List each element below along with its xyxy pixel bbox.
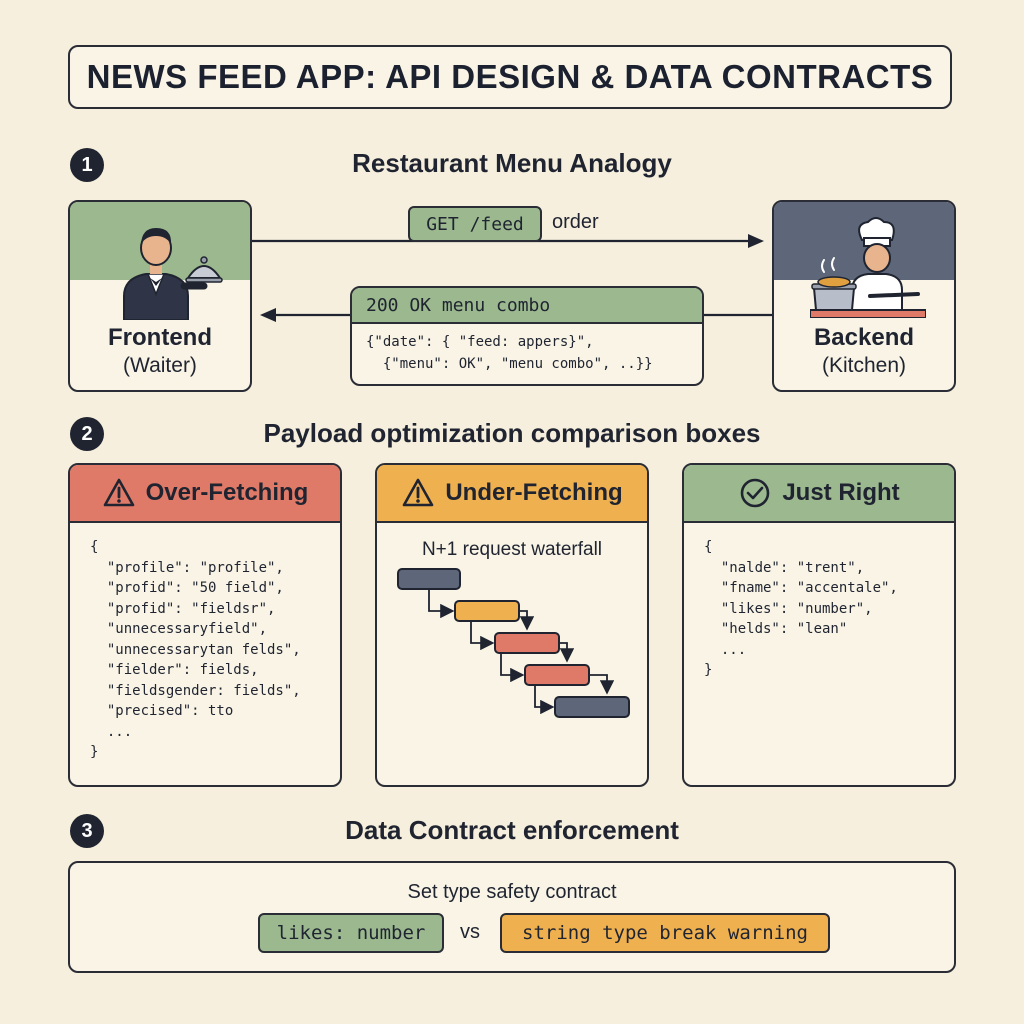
waterfall-bar-2 [454,600,520,622]
code-line: "fielder": fields, [90,662,259,678]
code-line: ... [704,641,747,658]
code-line: "precised": tto [90,703,234,719]
waterfall-diagram [397,568,630,718]
type-break-warning-pill: string type break warning [500,913,830,953]
just-right-header: Just Right [684,465,954,523]
under-fetching-card: Under-Fetching N+1 request waterfall [375,463,649,787]
code-line: { [90,539,99,555]
frontend-name: Frontend [108,324,212,351]
warning-icon [103,478,134,507]
code-line: } [90,744,99,760]
code-line: "unnecessaryfield", [90,621,268,637]
code-line: } [704,662,713,678]
code-line: "nalde": "trent", [704,559,865,576]
step-badge-3: 3 [70,814,104,848]
contract-caption: Set type safety contract [407,881,617,903]
over-fetching-code: { "profile": "profile", "profid": "50 fi… [90,537,301,763]
page-title: NEWS FEED APP: API DESIGN & DATA CONTRAC… [86,58,934,95]
code-line: "fieldsgender: fields", [90,682,301,699]
likes-number-pill: likes: number [258,913,444,953]
waiter-icon [123,228,223,320]
check-circle-icon [741,478,770,508]
under-fetching-header: Under-Fetching [377,465,647,523]
step-badge-2: 2 [70,417,104,451]
code-line: "likes": "number", [704,600,873,617]
under-fetching-title: Under-Fetching [445,479,623,506]
code-line: ... [90,723,133,740]
frontend-card: Frontend (Waiter) [68,200,252,392]
over-fetching-card: Over-Fetching { "profile": "profile", "p… [68,463,342,787]
vs-label: vs [460,921,480,943]
backend-name: Backend [813,324,915,351]
just-right-code: { "nalde": "trent", "fname": "accentale"… [704,537,898,681]
chef-icon [810,217,926,318]
frontend-role: (Waiter) [123,354,197,377]
code-line: "profile": "profile", [90,559,284,576]
section-title-3: Data Contract enforcement [345,815,679,845]
backend-card: Backend (Kitchen) [772,200,956,392]
waterfall-caption: N+1 request waterfall [421,539,603,560]
over-fetching-header: Over-Fetching [70,465,340,523]
get-feed-pill: GET /feed [408,206,542,242]
section-title-2: Payload optimization comparison boxes [263,418,761,448]
backend-role: (Kitchen) [821,354,907,377]
title-banner: NEWS FEED APP: API DESIGN & DATA CONTRAC… [68,45,952,109]
code-line: { [704,539,713,555]
code-line: "unnecessarytan felds", [90,641,301,658]
just-right-title: Just Right [782,479,900,506]
response-header: 200 OK menu combo [352,288,702,324]
code-line: "helds": "lean" [704,621,848,637]
just-right-card: Just Right { "nalde": "trent", "fname": … [682,463,956,787]
order-label: order [552,211,599,233]
waterfall-bar-3 [494,632,560,654]
section-title-1: Restaurant Menu Analogy [352,148,672,178]
waterfall-bar-1 [397,568,461,590]
code-line: "profid": "fieldsr", [90,600,276,617]
waterfall-bar-5 [554,696,630,718]
response-line-1: {"date": { "feed: appers}", [366,334,594,350]
code-line: "fname": "accentale", [704,580,898,596]
contract-box: Set type safety contract likes: number v… [68,861,956,973]
warning-icon [403,478,434,507]
over-fetching-title: Over-Fetching [145,479,309,506]
step-badge-1: 1 [70,148,104,182]
response-box: 200 OK menu combo {"date": { "feed: appe… [350,286,704,386]
code-line: "profid": "50 field", [90,580,284,596]
response-line-2: {"menu": OK", "menu combo", ..}} [366,356,653,372]
waterfall-bar-4 [524,664,590,686]
